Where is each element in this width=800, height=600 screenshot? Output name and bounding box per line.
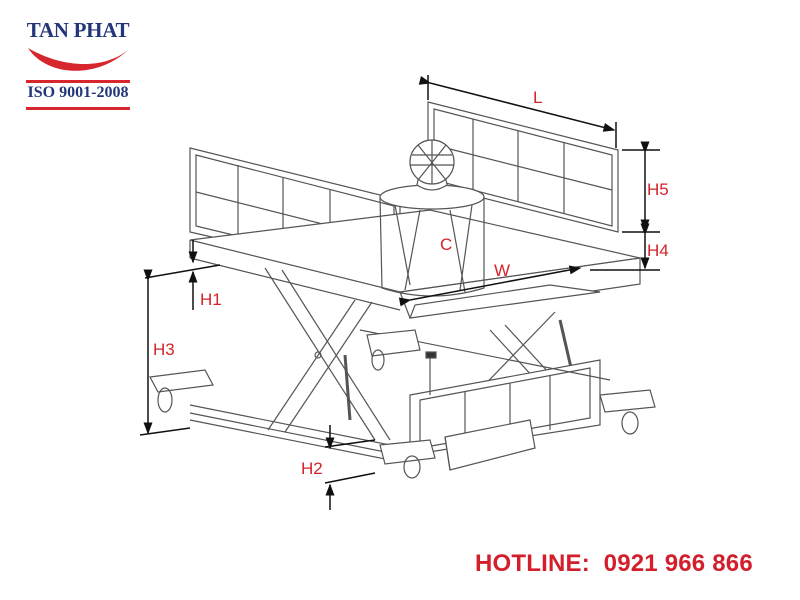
label-H4: H4 [647, 241, 669, 260]
label-W: W [494, 261, 511, 280]
lift-structure [149, 101, 656, 479]
label-H2: H2 [301, 459, 323, 478]
logo-rule-bottom [26, 107, 130, 110]
label-H1: H1 [200, 290, 222, 309]
company-logo: TAN PHAT ISO 9001-2008 [22, 14, 134, 114]
logo-iso-text: ISO 9001-2008 [27, 84, 129, 101]
logo-swoosh-icon [28, 48, 128, 71]
caster-wheels [149, 329, 656, 479]
logo-company-name: TAN PHAT [26, 18, 130, 42]
dimension-lines [139, 75, 660, 510]
logo-rule-top [26, 80, 130, 83]
label-C: C [440, 235, 453, 254]
hotline-text: HOTLINE: 0921 966 866 [475, 550, 753, 577]
label-L: L [533, 88, 543, 107]
right-guard-railing [427, 101, 619, 233]
scissor-arms [264, 267, 577, 441]
label-H3: H3 [153, 340, 175, 359]
label-H5: H5 [647, 180, 669, 199]
